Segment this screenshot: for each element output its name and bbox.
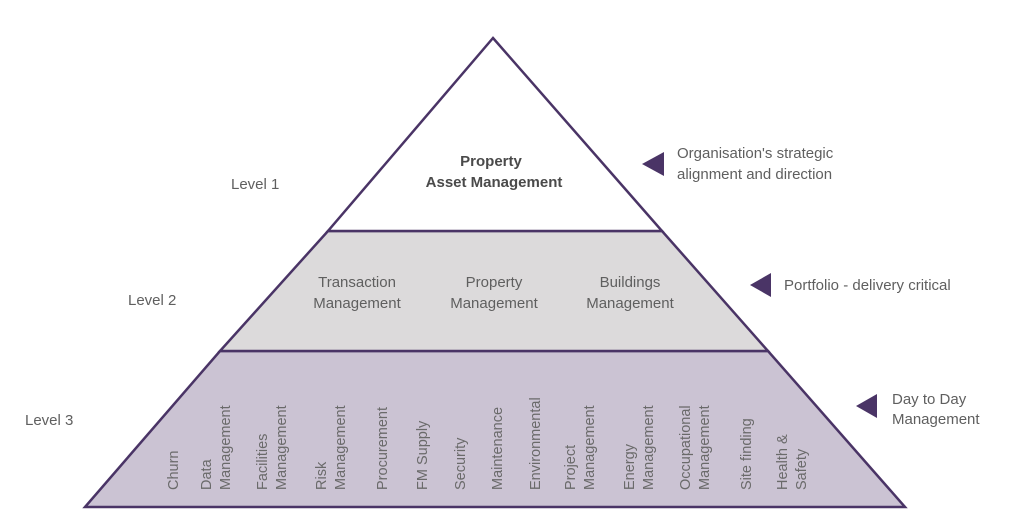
level-3-item: Environmental bbox=[528, 397, 544, 490]
level-3-item: Facilities bbox=[255, 434, 271, 490]
level-2-label: Level 2 bbox=[128, 292, 176, 309]
level-3-item: Management bbox=[333, 405, 349, 490]
level-3-item: Security bbox=[453, 437, 469, 490]
level-3-item: Risk bbox=[314, 461, 330, 490]
level-3-item: Management bbox=[641, 405, 657, 490]
level-3-item: Churn bbox=[166, 451, 182, 491]
level-2-item-property: Management bbox=[450, 295, 538, 312]
level-3-description-line1: Day to Day bbox=[892, 391, 967, 408]
level-3-item: Management bbox=[582, 405, 598, 490]
arrow-level-2-icon bbox=[750, 273, 771, 297]
level-3-item: Data bbox=[199, 458, 215, 490]
level-2-item-buildings: Buildings bbox=[600, 274, 661, 291]
level-2-description: Portfolio - delivery critical bbox=[784, 277, 951, 294]
level-3-item: Safety bbox=[794, 448, 810, 490]
level-3-item: Site finding bbox=[739, 418, 755, 490]
level-2-item-transaction: Transaction bbox=[318, 274, 396, 291]
level-3-item: Maintenance bbox=[490, 407, 506, 490]
level-3-item: Occupational bbox=[678, 405, 694, 490]
level-1-item-line1: Property bbox=[460, 153, 522, 170]
level-3-item: Management bbox=[218, 405, 234, 490]
level-3-item: Project bbox=[563, 445, 579, 490]
arrow-level-3-icon bbox=[856, 394, 877, 418]
level-3-item: FM Supply bbox=[415, 420, 431, 490]
level-1-label: Level 1 bbox=[231, 176, 279, 193]
arrow-level-1-icon bbox=[642, 152, 664, 176]
level-3-item: Procurement bbox=[375, 407, 391, 490]
level-1-description-line1: Organisation's strategic bbox=[677, 145, 834, 162]
level-2-band bbox=[217, 229, 771, 353]
level-3-item: Health & bbox=[775, 434, 791, 490]
level-3-item: Management bbox=[274, 405, 290, 490]
level-3-description-line2: Management bbox=[892, 411, 980, 428]
level-3-item: Management bbox=[697, 405, 713, 490]
level-1-item-line2: Asset Management bbox=[426, 174, 563, 191]
level-2-item-property: Property bbox=[466, 274, 523, 291]
level-2-item-transaction: Management bbox=[313, 295, 401, 312]
level-3-label: Level 3 bbox=[25, 412, 73, 429]
level-3-item: Energy bbox=[622, 443, 638, 490]
level-1-description-line2: alignment and direction bbox=[677, 166, 832, 183]
level-2-item-buildings: Management bbox=[586, 295, 674, 312]
level-1-band bbox=[325, 36, 665, 233]
